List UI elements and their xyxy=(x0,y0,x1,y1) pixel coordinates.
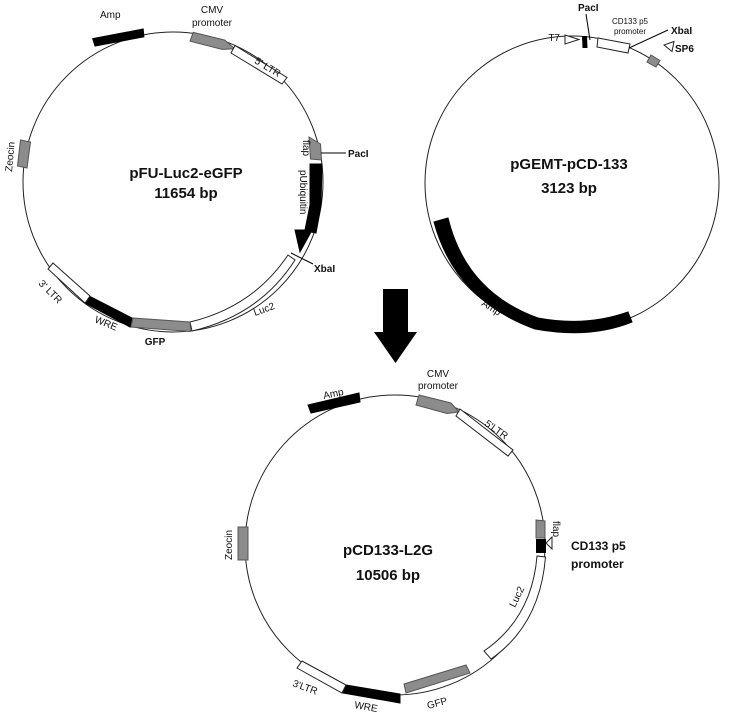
pfu-pac-label: PacI xyxy=(348,149,369,160)
pcd-luc2-feature xyxy=(483,555,547,660)
pcd-name: pCD133-L2G xyxy=(343,542,433,559)
pgemt-sp6-marker xyxy=(646,54,661,68)
pfu-5ltr-feature xyxy=(230,44,288,85)
plasmid-pfu-luc2-egfp: Amp CMV promoter 5' LTR flap PacI pUbiqu… xyxy=(4,5,369,348)
pfu-flap-feature xyxy=(308,136,323,161)
pfu-size: 11654 bp xyxy=(154,185,217,202)
pcd-wre-feature xyxy=(342,684,401,704)
pgemt-amp-feature xyxy=(433,217,633,334)
pcd-zeocin-label: Zeocin xyxy=(224,530,235,560)
pfu-amp-label: Amp xyxy=(100,10,121,21)
pfu-name: pFU-Luc2-eGFP xyxy=(129,165,242,182)
pgemt-cd133-label-line2: promoter xyxy=(614,27,646,36)
pcd-3ltr-feature xyxy=(296,660,347,694)
pcd-3ltr-label: 3'LTR xyxy=(291,678,319,697)
pcd-zeocin-feature xyxy=(237,526,249,561)
pcd-flap-label: flap xyxy=(550,521,561,538)
pcd-cd133-label-line2: promoter xyxy=(571,557,624,571)
pgemt-cd133-label-line1: CD133 p5 xyxy=(612,17,649,26)
pcd-cmv-arrow xyxy=(415,394,461,415)
pcd-size: 10506 bp xyxy=(356,567,420,584)
pcd-amp-label: Amp xyxy=(322,387,345,402)
pfu-cmv-arrow xyxy=(189,31,237,50)
pcd-cmv-label-line1: CMV xyxy=(427,369,450,380)
pgemt-pac-label: PacI xyxy=(578,3,599,14)
pfu-luc2-label: Luc2 xyxy=(252,301,277,319)
pgemt-t7-marker xyxy=(582,36,588,48)
pfu-5ltr-label: 5' LTR xyxy=(252,56,282,80)
pcd-flap-feature xyxy=(535,519,546,539)
pfu-3ltr-feature xyxy=(47,262,91,304)
pgemt-xba-label: XbaI xyxy=(671,26,692,37)
pfu-cmv-label-line1: CMV xyxy=(201,5,224,16)
pcd-cd133-label-line1: CD133 p5 xyxy=(571,539,626,553)
pfu-pubiquitin-label: pUbiquitin xyxy=(297,170,308,214)
pfu-pubiquitin-arrow xyxy=(294,163,323,254)
pgemt-sp6-label: SP6 xyxy=(675,44,694,55)
pfu-3ltr-label: 3' LTR xyxy=(36,278,64,306)
pfu-xba-label: XbaI xyxy=(314,264,335,275)
pgemt-name: pGEMT-pCD-133 xyxy=(510,156,628,173)
pgemt-cd133-feature xyxy=(596,37,631,54)
plasmid-pgemt-pcd133: T7 PacI CD133 p5 promoter XbaI SP6 Amp p… xyxy=(424,3,720,334)
pcd-amp-feature xyxy=(307,392,361,414)
pcd-cd133-marker xyxy=(536,539,546,553)
pfu-gfp-label: GFP xyxy=(145,337,166,348)
pfu-gfp-feature xyxy=(130,317,192,333)
down-arrow-icon xyxy=(374,289,417,363)
pfu-zeocin-label: Zeocin xyxy=(4,141,18,172)
pfu-flap-label: flap xyxy=(300,140,311,157)
pgemt-size: 3123 bp xyxy=(541,180,597,197)
pfu-luc2-feature xyxy=(189,254,296,332)
pgemt-t7-label: T7 xyxy=(548,33,560,44)
plasmid-pcd133-l2g: Amp CMV promoter 5'LTR flap CD133 p5 pro… xyxy=(224,369,626,715)
pcd-wre-label: WRE xyxy=(353,700,378,715)
pcd-cmv-label-line2: promoter xyxy=(418,381,459,392)
pgemt-xba-site-line xyxy=(628,29,669,49)
pgemt-t7-arrow xyxy=(564,34,581,45)
pcd-gfp-label: GFP xyxy=(426,696,449,712)
pfu-zeocin-feature xyxy=(16,139,32,169)
pcd-flap-arrow xyxy=(545,535,553,551)
pgemt-sp6-arrow xyxy=(662,40,675,53)
pgemt-pac-site-line xyxy=(585,13,591,41)
pfu-amp-feature xyxy=(92,28,145,47)
pfu-xba-site-line xyxy=(290,252,314,265)
pcd-5ltr-feature xyxy=(455,408,514,457)
pfu-backbone-ring xyxy=(22,31,324,333)
pcd-gfp-feature xyxy=(403,664,471,694)
pfu-cmv-label-line2: promoter xyxy=(192,18,233,29)
